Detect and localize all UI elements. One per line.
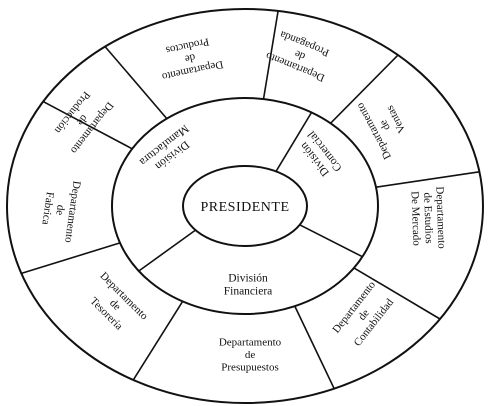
label-line: de xyxy=(245,349,256,361)
center-label: PRESIDENTE xyxy=(201,200,290,215)
label-line: de xyxy=(293,48,307,63)
middle-label-division-comercial: DivisiónComercial xyxy=(295,129,344,182)
label-line: De Mercado xyxy=(409,191,423,247)
outer-divider xyxy=(375,171,480,188)
center-circle xyxy=(182,165,308,247)
outer-divider xyxy=(132,300,184,381)
label-line: Financiera xyxy=(224,285,273,297)
outer-divider xyxy=(104,46,168,120)
middle-ring xyxy=(111,97,379,315)
outer-divider xyxy=(21,242,121,275)
middle-divider xyxy=(275,112,313,172)
outer-ring xyxy=(6,8,484,404)
outer-label-dept-productos: DepartamentodeProductos xyxy=(155,34,224,83)
outer-label-dept-estudios-mercado: Departamentode EstudiosDe Mercado xyxy=(409,186,448,250)
ring-dividers xyxy=(21,10,480,390)
middle-divider xyxy=(299,224,363,258)
outer-divider xyxy=(42,100,133,150)
label-line: de Estudios xyxy=(422,192,436,243)
label-line: Departamento xyxy=(434,186,448,249)
outer-divider xyxy=(329,54,399,124)
middle-label-division-manufactura: DivisiónManufactura xyxy=(137,122,199,178)
outer-label-dept-produccion: DepartamentodeProducción xyxy=(48,84,116,156)
label-line: Departamento xyxy=(219,336,282,348)
outer-label-dept-contabilidad: DepartamentodeContabilidad xyxy=(330,278,398,350)
outer-label-dept-fabrica: DepartamentodeFabrica xyxy=(38,177,83,244)
label-line: Fabrica xyxy=(40,191,56,225)
label-line: División xyxy=(228,272,268,284)
label-line: Presupuestos xyxy=(221,361,278,373)
outer-divider xyxy=(353,267,441,320)
label-line: de xyxy=(54,204,67,216)
outer-label-dept-tesoreria: DepartamentodeTesorería xyxy=(80,270,151,341)
outer-divider xyxy=(294,305,335,390)
outer-divider xyxy=(262,10,279,100)
middle-divider xyxy=(138,229,196,272)
label-line: de xyxy=(377,118,393,133)
outer-label-dept-ventas: DepartamentodeVentas xyxy=(353,89,415,162)
label-line: de xyxy=(184,52,197,66)
